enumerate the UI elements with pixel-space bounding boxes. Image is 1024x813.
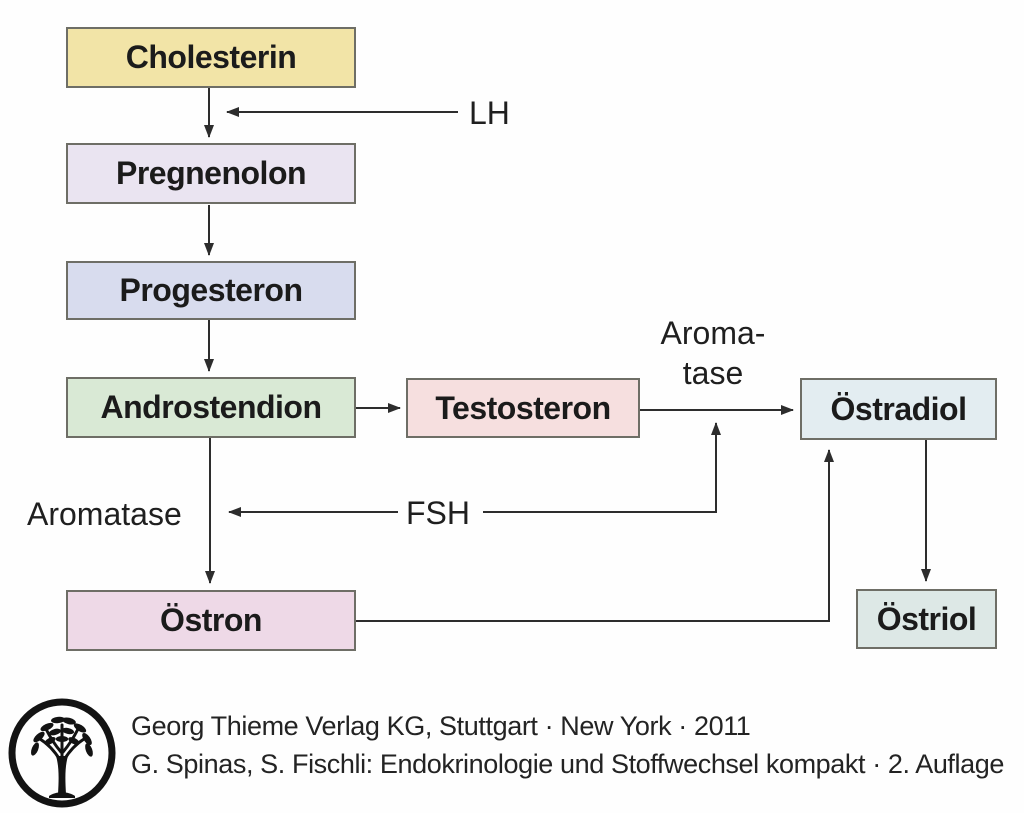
- thieme-tree-logo-icon: [8, 698, 116, 808]
- node-oestron: Östron: [66, 590, 356, 651]
- node-oestriol: Östriol: [856, 589, 997, 649]
- arrow-oestron-to-oestradiol: [356, 449, 834, 622]
- label-aromatase-arrow: Aroma- tase: [633, 313, 793, 393]
- node-oestradiol: Östradiol: [800, 378, 997, 440]
- label-lh: LH: [469, 95, 510, 131]
- label-aromatase-arrow-line2: tase: [682, 355, 744, 391]
- node-pregnenolon: Pregnenolon: [66, 143, 356, 204]
- label-fsh: FSH: [406, 495, 470, 531]
- node-androstendion: Androstendion: [66, 377, 356, 438]
- publisher-line: Georg Thieme Verlag KG, Stuttgart · New …: [131, 711, 751, 741]
- node-testosteron: Testosteron: [406, 378, 640, 438]
- source-line: G. Spinas, S. Fischli: Endokrinologie un…: [131, 749, 1004, 779]
- node-cholesterin: Cholesterin: [66, 27, 356, 88]
- label-aromatase-side: Aromatase: [27, 496, 182, 532]
- label-aromatase-arrow-line1: Aroma-: [660, 315, 766, 351]
- arrow-fsh-to-aromatase-right: [483, 422, 721, 513]
- attribution-text: Georg Thieme Verlag KG, Stuttgart · New …: [131, 707, 1004, 783]
- attribution-footer: Georg Thieme Verlag KG, Stuttgart · New …: [0, 692, 1024, 813]
- node-progesteron: Progesteron: [66, 261, 356, 320]
